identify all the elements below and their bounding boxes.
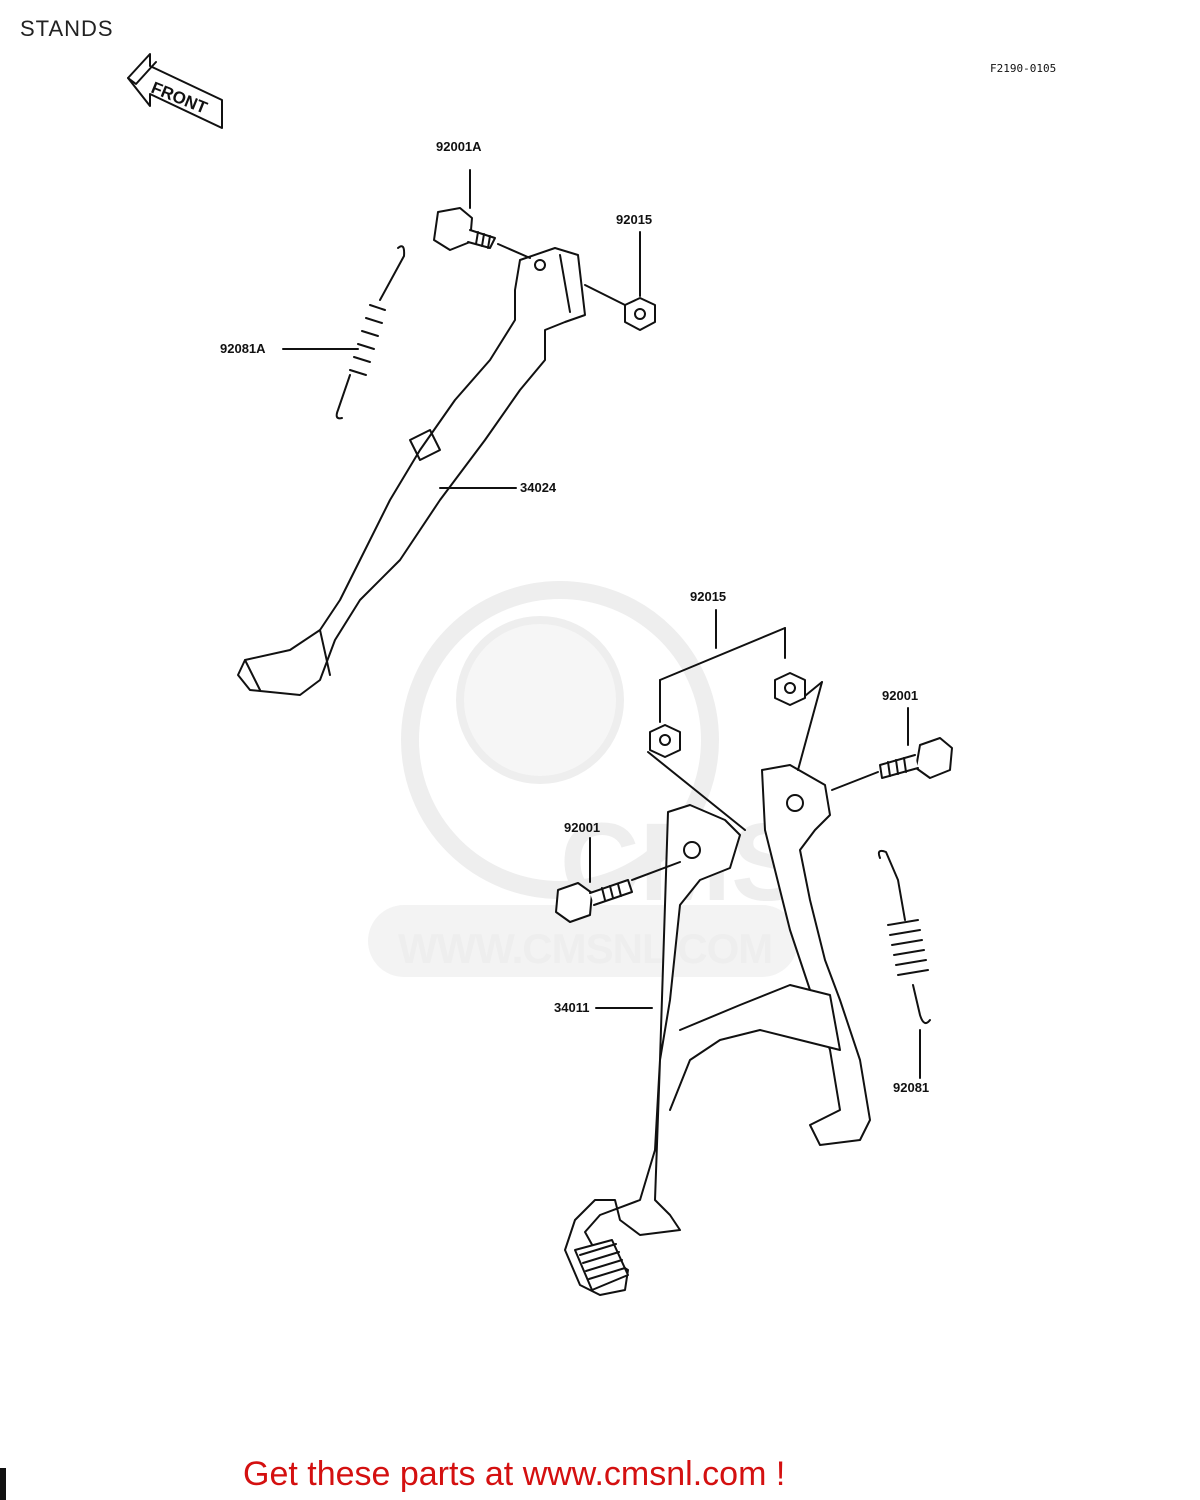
bracket-92015-group bbox=[647, 609, 823, 831]
label-34011: 34011 bbox=[554, 1000, 590, 1015]
spring-92081a bbox=[282, 245, 406, 420]
bolt-92001-right bbox=[831, 707, 953, 791]
front-arrow-icon: FRONT bbox=[127, 53, 223, 129]
spring-92081 bbox=[877, 849, 931, 1079]
watermark-text: WWW.CMSNL.COM bbox=[398, 925, 773, 972]
label-34024: 34024 bbox=[520, 480, 557, 495]
side-stand bbox=[237, 247, 586, 696]
footer-link[interactable]: Get these parts at www.cmsnl.com ! bbox=[243, 1455, 786, 1493]
label-92015-top: 92015 bbox=[616, 212, 653, 227]
label-92001-right: 92001 bbox=[882, 688, 919, 703]
label-92001-left: 92001 bbox=[564, 820, 601, 835]
bolt-92001a bbox=[433, 169, 531, 259]
page-title: STANDS bbox=[20, 16, 114, 41]
nut-92015-right bbox=[774, 672, 806, 706]
label-92081: 92081 bbox=[893, 1080, 930, 1095]
label-92081a: 92081A bbox=[220, 341, 266, 356]
nut-92015-left bbox=[649, 724, 681, 758]
nut-92015-top bbox=[584, 231, 656, 331]
label-92015-group: 92015 bbox=[690, 589, 727, 604]
edge-mark bbox=[0, 1468, 6, 1500]
center-stand bbox=[564, 764, 871, 1296]
bolt-92001-left bbox=[555, 837, 681, 923]
label-92001a: 92001A bbox=[436, 139, 482, 154]
drawing-code: F2190-0105 bbox=[990, 62, 1057, 75]
